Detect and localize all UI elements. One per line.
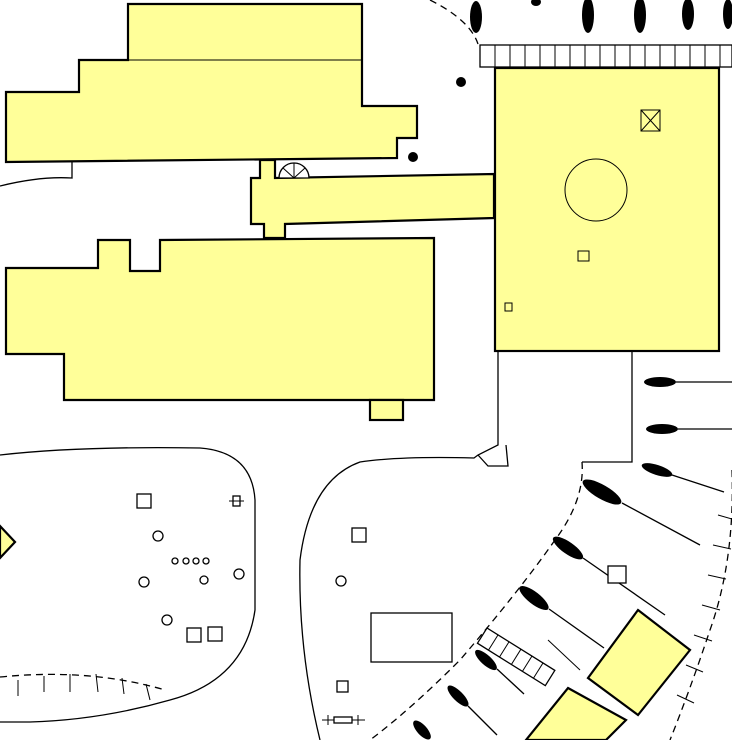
outer-hatch [676,514,732,704]
hall-crossed-box [640,109,661,132]
trees [408,0,732,162]
building-d[interactable] [524,686,628,740]
hall-small-box [577,250,590,262]
building-edge-left[interactable] [0,524,17,560]
road-central [299,352,499,740]
bench-icon [322,715,365,725]
carpark-boundary-inner [369,461,583,740]
park-dashed-path [0,673,166,691]
building-c[interactable] [586,608,692,717]
building-a[interactable] [4,2,419,164]
road-east-edge [582,352,633,463]
plaza-furniture [322,527,627,725]
stairs-diagonal [476,627,556,687]
building-b-annex[interactable] [368,398,405,422]
stairs-top [479,44,732,68]
carpark-boundary-outer [669,470,732,740]
hall-circle-feature [564,158,628,222]
park-hatch [17,673,151,701]
footpath-top-left [0,162,73,187]
carpark-boundary-top [429,0,479,45]
road-curb [477,444,509,467]
stairs-rail [547,639,581,671]
parking-bays [413,377,732,740]
park-boundary [0,446,256,723]
wheel-icon [278,162,310,179]
building-hall[interactable] [493,66,721,353]
hall-tiny-box [504,302,513,312]
building-b[interactable] [4,236,436,402]
park-furniture [136,493,245,643]
